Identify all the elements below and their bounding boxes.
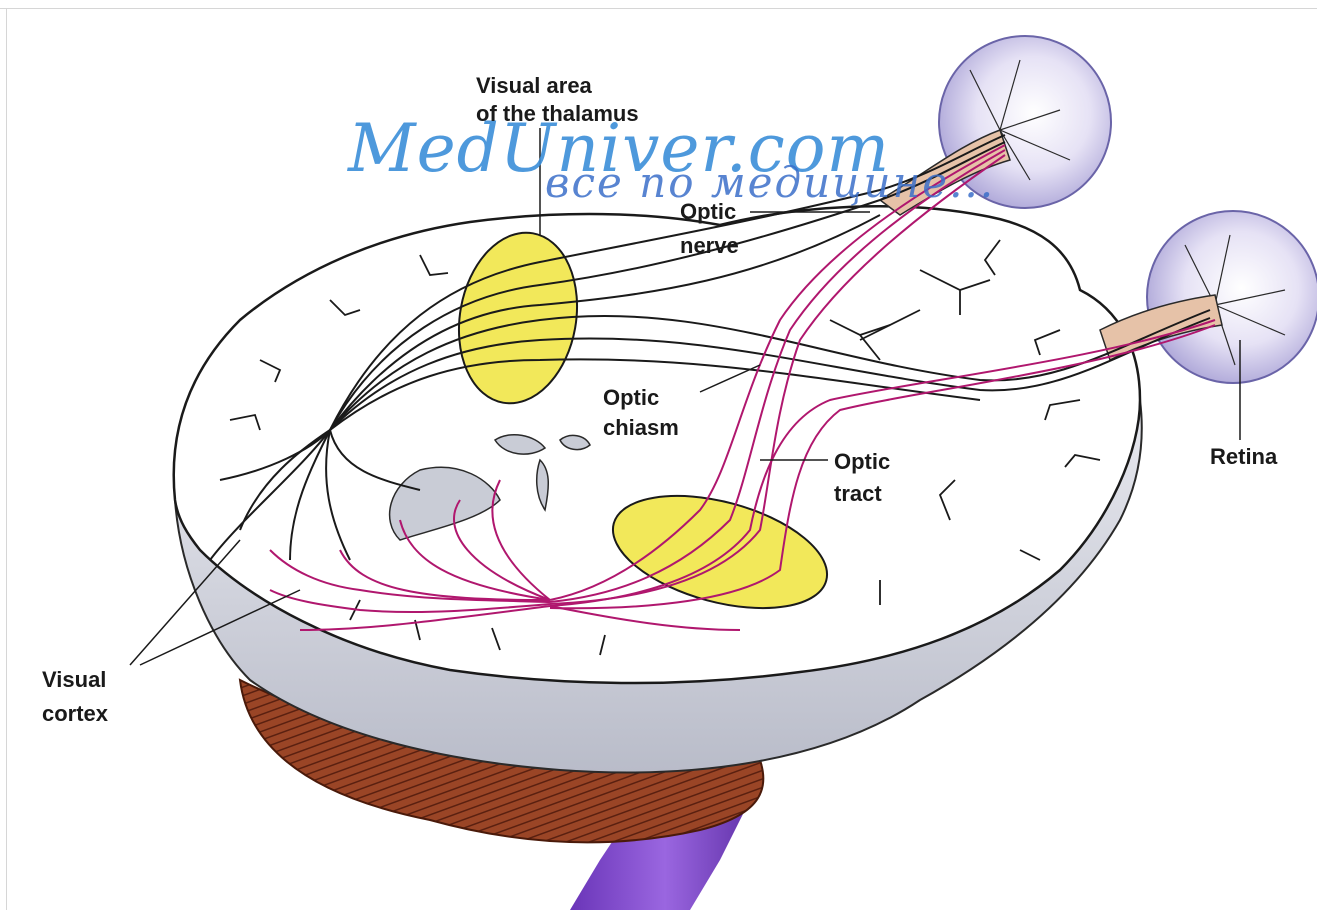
label-optic-nerve-line2: nerve [680,232,739,260]
watermark-subtitle: все по медицине... [545,158,995,207]
label-optic-tract-line2: tract [834,480,882,508]
label-visual-area-line2: of the thalamus [476,100,639,128]
label-visual-cortex-line2: cortex [42,700,108,728]
label-retina: Retina [1210,443,1277,471]
label-visual-area-line1: Visual area [476,72,592,100]
label-optic-nerve-line1: Optic [680,198,736,226]
label-optic-chiasm-line2: chiasm [603,414,679,442]
label-optic-tract-line1: Optic [834,448,890,476]
label-optic-chiasm-line1: Optic [603,384,659,412]
label-visual-cortex-line1: Visual [42,666,106,694]
